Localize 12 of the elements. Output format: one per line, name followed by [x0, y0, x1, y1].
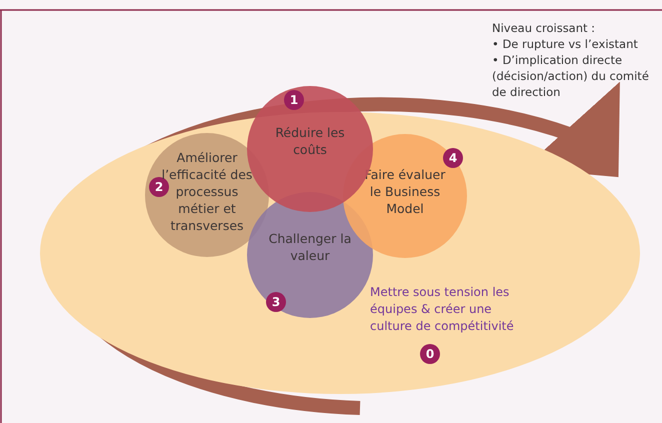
note-text: Niveau croissant : — [492, 20, 596, 36]
note-text: • De rupture vs l’existant — [492, 36, 639, 52]
circle-label: Réduire les coûts — [274, 124, 346, 158]
circle-label: Mettre sous tension les équipes & créer une culture de compétitivité — [370, 284, 515, 335]
circle-label: Challenger la valeur — [268, 230, 352, 264]
number-badge: 4 — [443, 148, 463, 168]
number-badge: 0 — [420, 344, 440, 364]
number-badge: 3 — [266, 292, 286, 312]
number-badge: 2 — [149, 177, 169, 197]
number-badge: 1 — [284, 90, 304, 110]
note-text: • D’implication directe (décision/action) du comité de direction — [492, 52, 650, 100]
circle-label: Faire évaluer le Business Model — [364, 166, 446, 217]
